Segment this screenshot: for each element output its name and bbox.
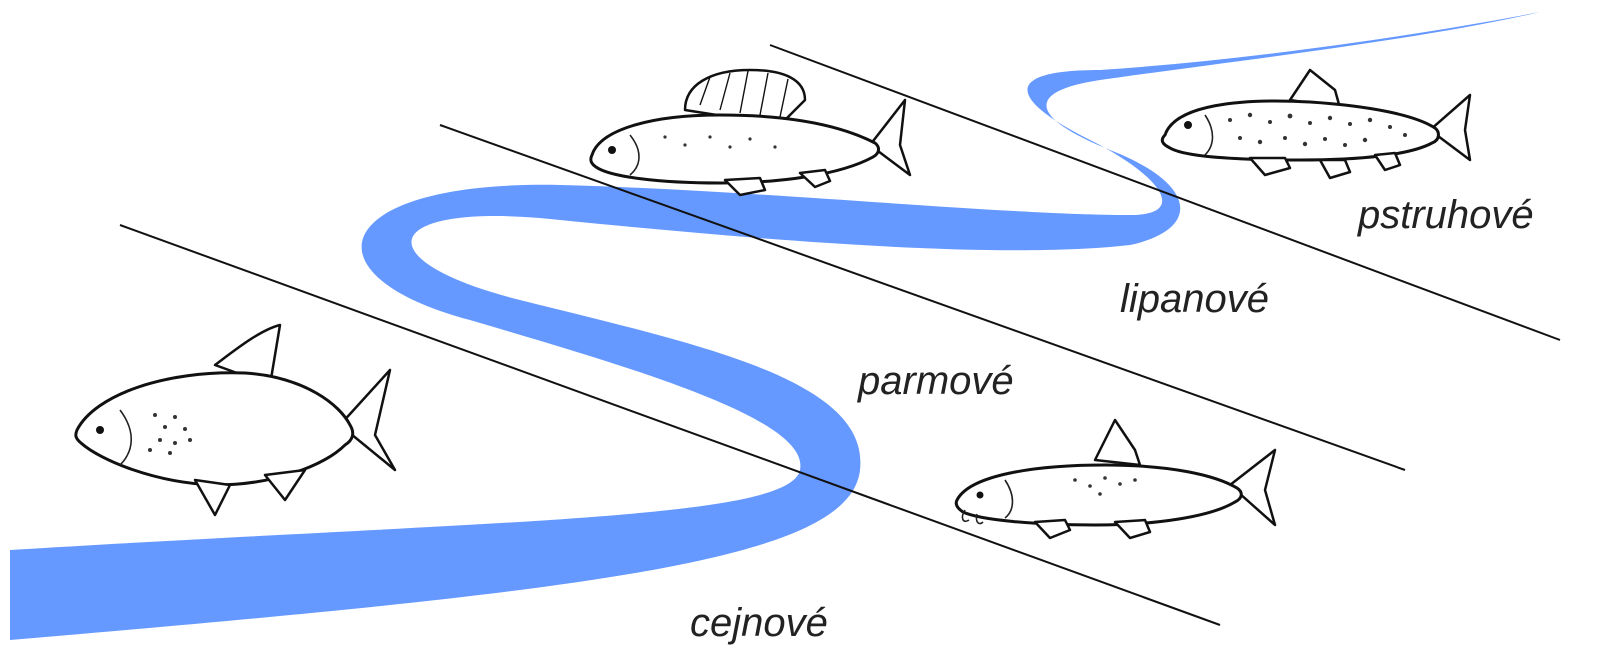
- bream-icon: [76, 325, 395, 515]
- zone-label-lipanove: lipanové: [1120, 277, 1269, 321]
- trout-icon: [1162, 70, 1470, 178]
- barbel-icon: [956, 420, 1275, 538]
- zone-label-parmove: parmové: [857, 359, 1014, 403]
- grayling-icon: [591, 70, 910, 195]
- zone-label-pstruhove: pstruhové: [1357, 193, 1534, 237]
- zone-label-cejnove: cejnové: [690, 601, 828, 645]
